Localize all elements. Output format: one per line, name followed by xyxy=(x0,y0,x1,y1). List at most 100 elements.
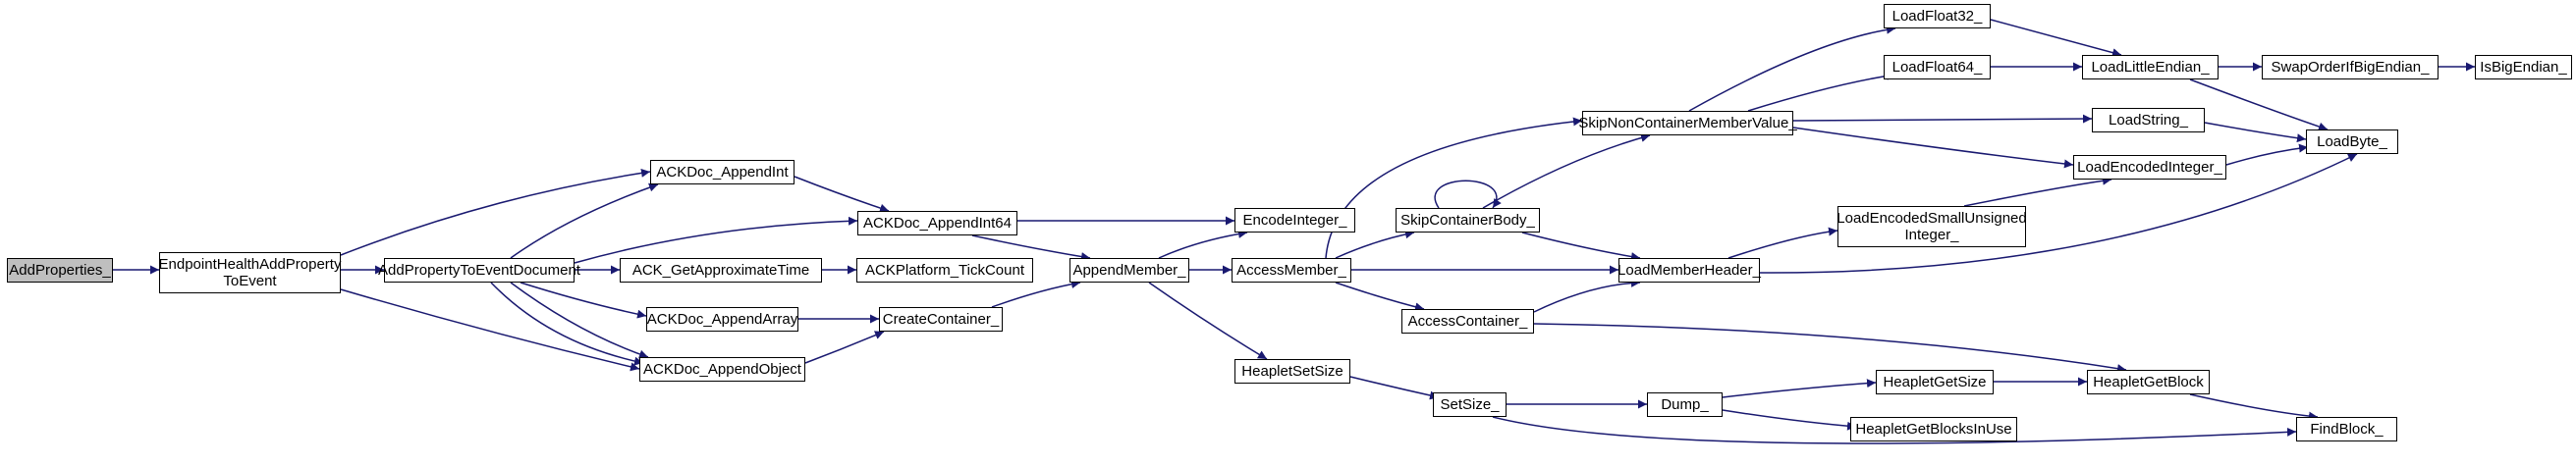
node-ackdoc-append-int[interactable]: ACKDoc_AppendInt xyxy=(650,160,795,184)
edge-heaplet-get-block-to-find-block xyxy=(2189,393,2319,421)
node-load-float64[interactable]: LoadFloat64_ xyxy=(1884,55,1991,79)
node-heaplet-get-blocks[interactable]: HeapletGetBlocksInUse xyxy=(1850,417,2017,441)
edge-set-size-to-find-block xyxy=(1492,416,2297,444)
node-label: ACKDoc_AppendInt64 xyxy=(863,215,1012,232)
node-ack-get-approx-time[interactable]: ACK_GetApproximateTime xyxy=(620,258,822,283)
node-dump[interactable]: Dump_ xyxy=(1647,392,1723,417)
node-encode-integer[interactable]: EncodeInteger_ xyxy=(1234,208,1355,233)
node-label: ACKDoc_AppendInt xyxy=(656,164,789,181)
node-label: LoadString_ xyxy=(2109,112,2188,129)
node-label: HeapletGetBlocksInUse xyxy=(1855,421,2012,438)
edge-addprop-to-append-array xyxy=(520,282,647,319)
edge-create-container-to-append-member xyxy=(991,280,1081,308)
edge-addprop-to-append-int64 xyxy=(574,216,858,264)
node-load-string[interactable]: LoadString_ xyxy=(2092,108,2205,132)
edge-append-object-to-create-container xyxy=(804,331,885,364)
node-label: ACKDoc_AppendObject xyxy=(643,361,801,378)
edge-int64-to-append-member xyxy=(971,234,1091,262)
node-label: SetSize_ xyxy=(1440,396,1500,413)
node-label: LoadEncodedSmallUnsigned Integer_ xyxy=(1836,210,2027,243)
edge-endpoint-to-append-object xyxy=(340,288,640,372)
edge-load-float32-to-little-endian xyxy=(1990,19,2122,58)
edge-skip-container-body-self xyxy=(1434,180,1502,209)
node-load-encoded-integer[interactable]: LoadEncodedInteger_ xyxy=(2073,155,2226,180)
edge-access-member-to-skip-container-body xyxy=(1335,230,1415,259)
edge-addprop-to-append-object xyxy=(510,282,649,359)
node-ackplatform-tickcount[interactable]: ACKPlatform_TickCount xyxy=(856,258,1033,283)
edge-dump-to-heaplet-get-size xyxy=(1722,379,1877,398)
edge-dump-to-heaplet-get-blocks xyxy=(1722,409,1857,431)
node-ackdoc-append-object[interactable]: ACKDoc_AppendObject xyxy=(639,357,805,382)
edge-addprop-to-append-int xyxy=(510,182,659,259)
edge-little-endian-to-load-byte xyxy=(2189,78,2329,131)
node-add-properties[interactable]: AddProperties_ xyxy=(7,258,113,283)
node-label: ACK_GetApproximateTime xyxy=(631,262,810,279)
edge-access-member-to-access-container xyxy=(1335,282,1425,312)
node-label: AddPropertyToEventDocument xyxy=(378,262,580,279)
node-heaplet-get-block[interactable]: HeapletGetBlock xyxy=(2087,370,2210,394)
node-label: CreateContainer_ xyxy=(882,311,1000,328)
node-set-size[interactable]: SetSize_ xyxy=(1433,392,1507,417)
node-label: LoadMemberHeader_ xyxy=(1617,262,1761,279)
node-access-container[interactable]: AccessContainer_ xyxy=(1401,309,1534,334)
node-append-member[interactable]: AppendMember_ xyxy=(1069,258,1189,283)
node-skip-container-body[interactable]: SkipContainerBody_ xyxy=(1396,208,1540,233)
edge-load-member-header-to-load-encoded-small xyxy=(1727,227,1838,259)
edge-skip-container-body-to-skip-non-container xyxy=(1482,133,1651,209)
node-label: EncodeInteger_ xyxy=(1242,212,1347,229)
edge-skip-non-container-to-load-string xyxy=(1792,114,2093,124)
node-load-byte[interactable]: LoadByte_ xyxy=(2306,129,2398,154)
edge-load-encoded-small-to-load-encoded-integer xyxy=(1963,176,2112,207)
node-find-block[interactable]: FindBlock_ xyxy=(2296,417,2397,441)
node-load-float32[interactable]: LoadFloat32_ xyxy=(1884,4,1991,28)
edge-append-int-to-int64 xyxy=(794,176,890,213)
node-label: LoadFloat32_ xyxy=(1891,8,1983,25)
node-label: SkipContainerBody_ xyxy=(1400,212,1535,229)
graph-edges xyxy=(113,19,2475,444)
node-ackdoc-append-array[interactable]: ACKDoc_AppendArray xyxy=(646,307,798,332)
node-label: Dump_ xyxy=(1661,396,1709,413)
edge-skip-non-container-to-load-float32 xyxy=(1688,25,1896,112)
node-skip-non-container[interactable]: SkipNonContainerMemberValue_ xyxy=(1578,111,1797,135)
node-load-encoded-small[interactable]: LoadEncodedSmallUnsigned Integer_ xyxy=(1836,206,2027,247)
edge-skip-non-container-to-load-float64 xyxy=(1747,71,1896,112)
edge-append-member-to-encode-integer xyxy=(1158,229,1248,259)
node-endpoint-health[interactable]: EndpointHealthAddProperty ToEvent xyxy=(159,252,341,293)
edge-append-member-to-heaplet-set-size xyxy=(1148,282,1268,360)
node-add-property-to-event[interactable]: AddPropertyToEventDocument xyxy=(378,258,580,283)
edge-skip-non-container-to-load-encoded-integer xyxy=(1792,127,2074,169)
node-access-member[interactable]: AccessMember_ xyxy=(1232,258,1351,283)
node-label: LoadByte_ xyxy=(2317,133,2387,150)
edge-load-string-to-load-byte xyxy=(2204,122,2307,143)
node-label: ACKDoc_AppendArray xyxy=(646,311,798,328)
node-heaplet-get-size[interactable]: HeapletGetSize xyxy=(1876,370,1994,394)
node-label: HeapletGetSize xyxy=(1883,374,1987,390)
node-label: AccessContainer_ xyxy=(1407,313,1528,330)
node-label: SwapOrderIfBigEndian_ xyxy=(2271,59,2430,76)
node-label: AccessMember_ xyxy=(1236,262,1346,279)
node-label: LoadLittleEndian_ xyxy=(2091,59,2210,76)
node-label: AppendMember_ xyxy=(1072,262,1186,279)
node-heaplet-set-size[interactable]: HeapletSetSize xyxy=(1234,359,1350,384)
edge-load-encoded-integer-to-load-byte xyxy=(2225,143,2309,166)
edge-load-member-header-to-load-byte xyxy=(1759,153,2358,274)
node-label: HeapletGetBlock xyxy=(2093,374,2204,390)
node-load-little-endian[interactable]: LoadLittleEndian_ xyxy=(2082,55,2219,79)
node-swap-order[interactable]: SwapOrderIfBigEndian_ xyxy=(2262,55,2439,79)
edge-access-container-to-heaplet-get-block xyxy=(1533,323,2127,374)
node-create-container[interactable]: CreateContainer_ xyxy=(879,307,1003,332)
edge-skip-container-body-to-load-member-header xyxy=(1521,232,1641,262)
edge-addprop-to-append-object-2 xyxy=(490,282,644,366)
edge-endpoint-to-append-int xyxy=(340,168,651,256)
edge-access-container-to-load-member-header xyxy=(1533,278,1641,313)
node-label: FindBlock_ xyxy=(2310,421,2384,438)
edge-heaplet-set-size-to-set-size xyxy=(1349,376,1440,400)
node-label: SkipNonContainerMemberValue_ xyxy=(1578,115,1797,131)
node-ackdoc-append-int64[interactable]: ACKDoc_AppendInt64 xyxy=(857,211,1017,235)
node-label: EndpointHealthAddProperty ToEvent xyxy=(158,256,342,289)
node-load-member-header[interactable]: LoadMemberHeader_ xyxy=(1617,258,1761,283)
node-is-big-endian[interactable]: IsBigEndian_ xyxy=(2475,55,2572,79)
node-label: AddProperties_ xyxy=(9,262,111,279)
node-label: ACKPlatform_TickCount xyxy=(865,262,1024,279)
